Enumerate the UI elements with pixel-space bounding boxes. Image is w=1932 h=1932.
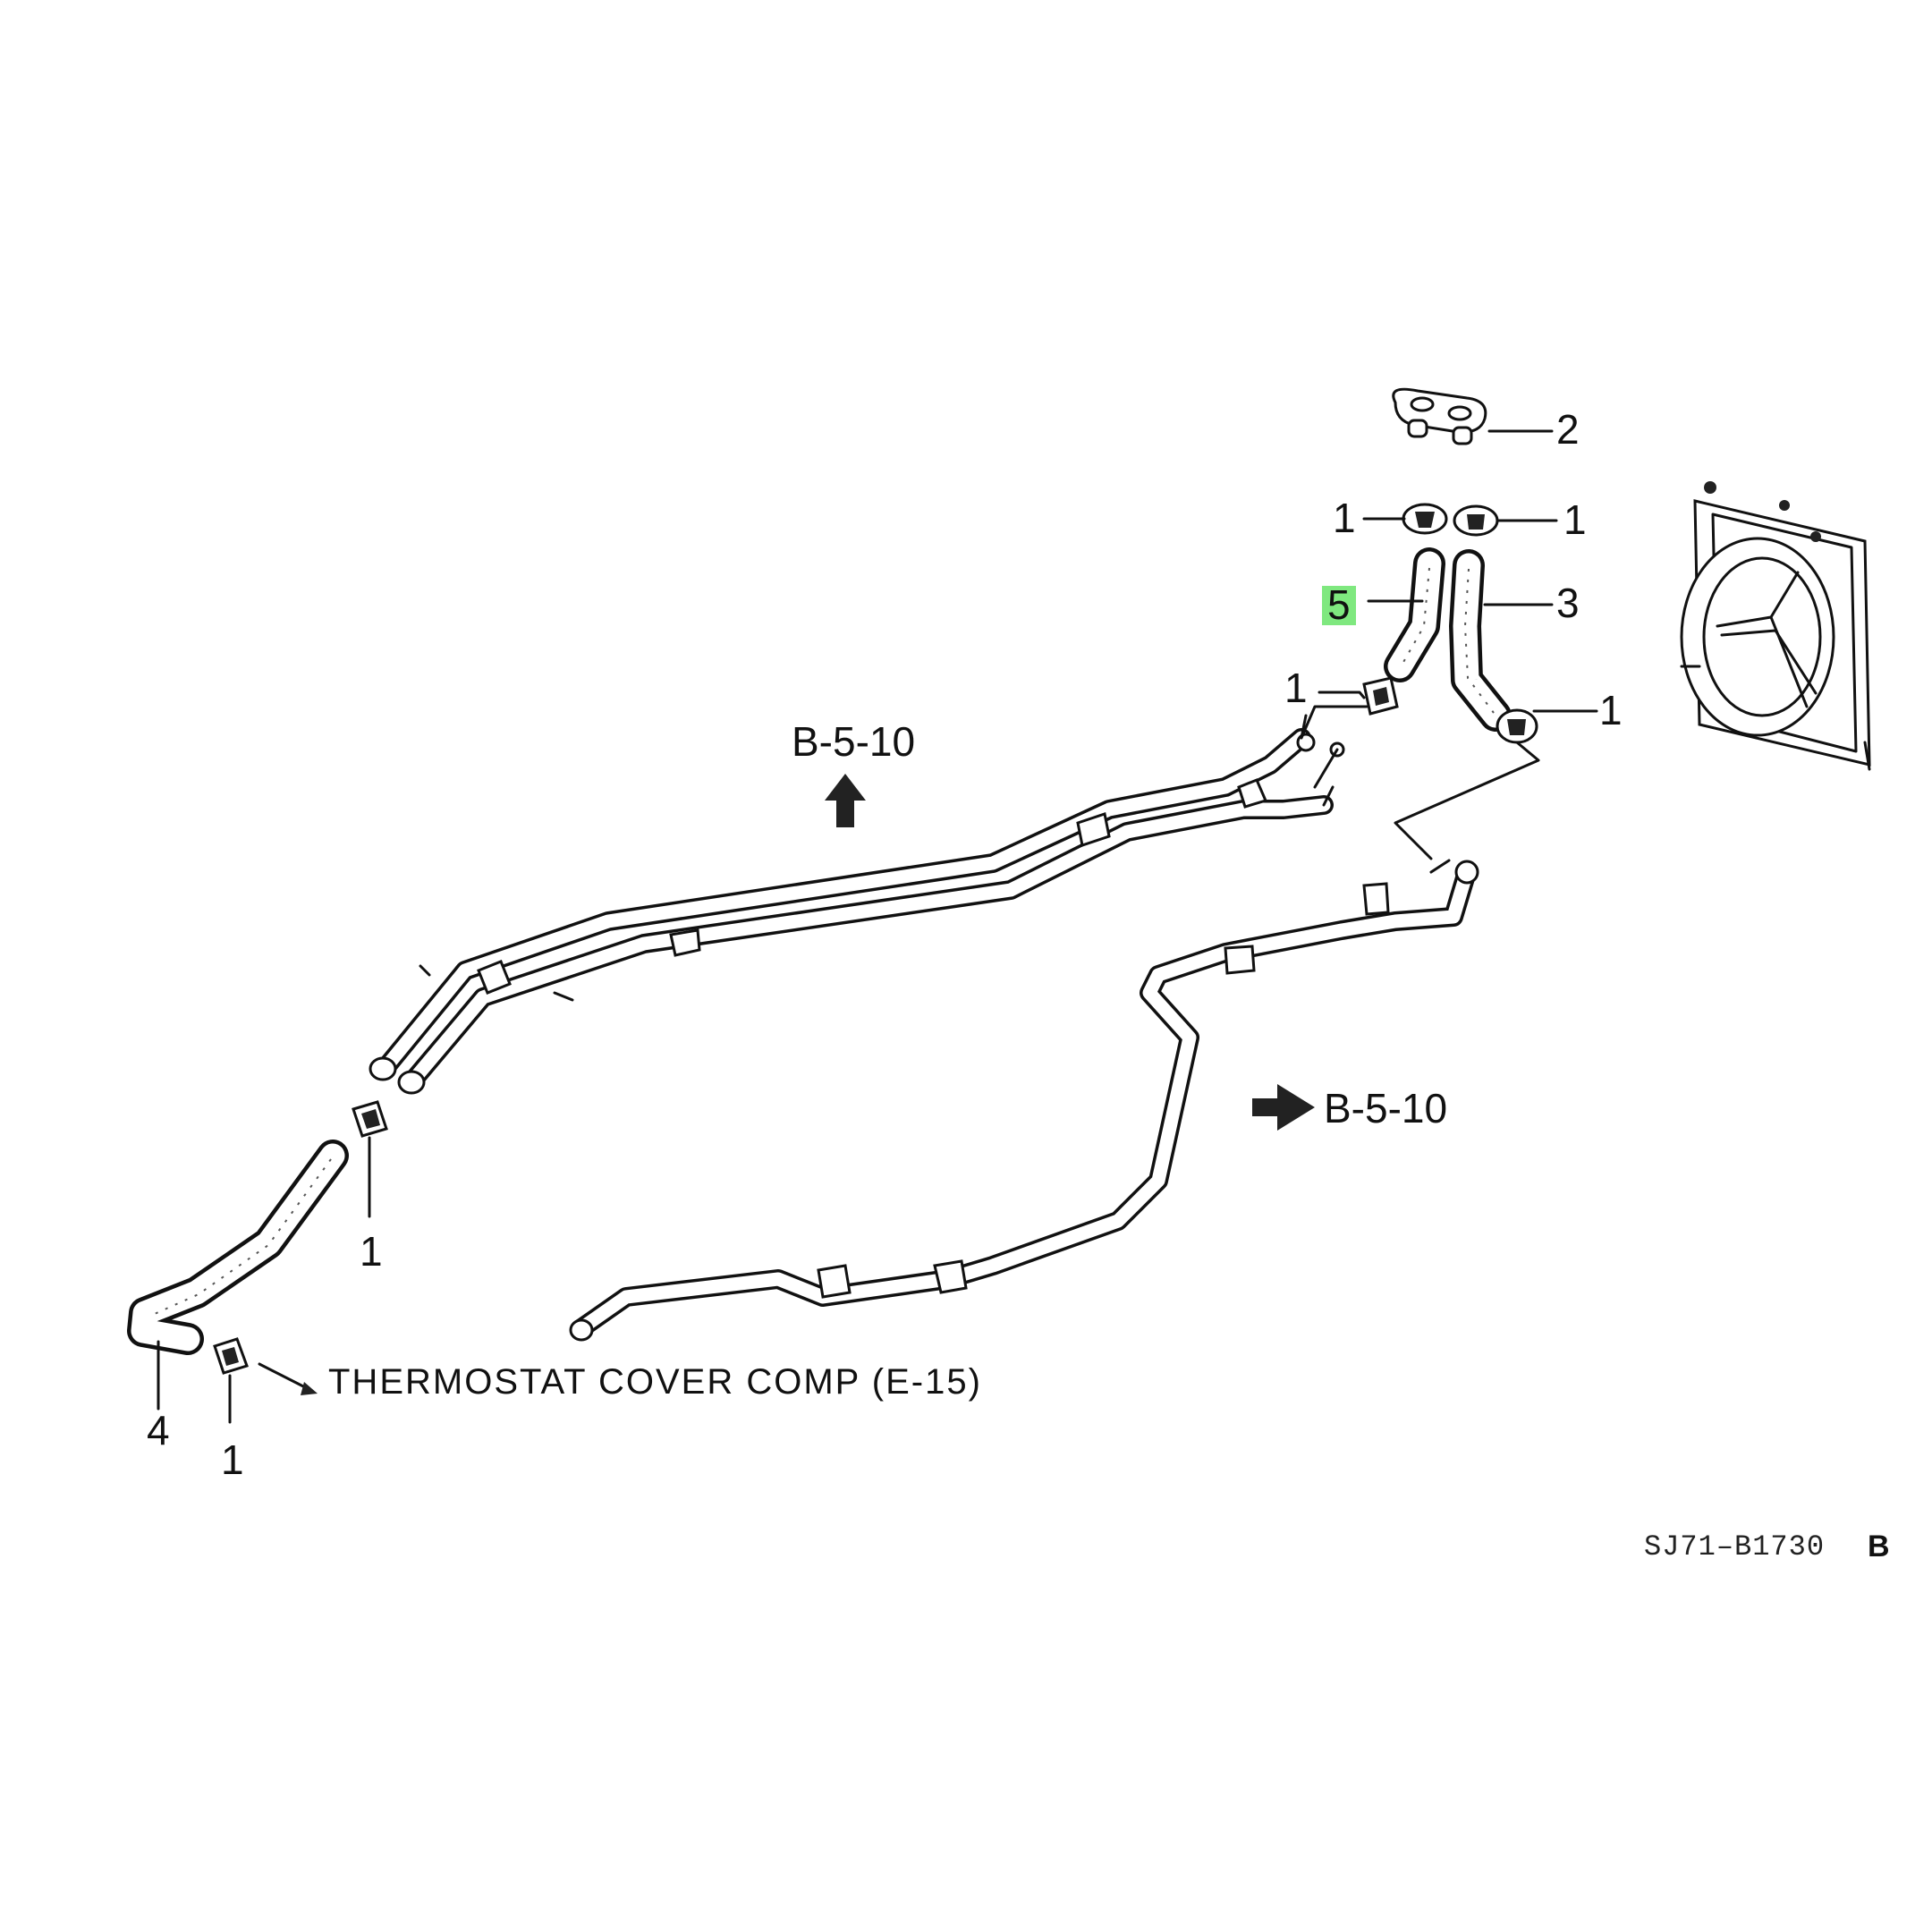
clamp-top-right — [1453, 504, 1499, 537]
thermostat-note: THERMOSTAT COVER COMP (E-15) — [328, 1362, 982, 1402]
callout-5: 5 — [1327, 581, 1351, 628]
upper-water-pipe-pair — [369, 714, 1345, 1095]
callout-1-lower-pipe: 1 — [360, 1228, 383, 1275]
radiator-assembly — [1680, 481, 1871, 771]
callout-3: 3 — [1556, 580, 1580, 626]
callout-1-top-left: 1 — [1333, 495, 1356, 541]
hose-part-4 — [127, 1140, 349, 1355]
callout-1-mid-left: 1 — [1284, 665, 1308, 711]
clamp-top-left — [1402, 503, 1448, 535]
grommet-part-2 — [1392, 387, 1487, 445]
clamp-mid-right — [1496, 708, 1538, 744]
pointer-arrow-icon — [301, 1382, 318, 1395]
hose-part-5 — [1384, 547, 1445, 682]
callout-4: 4 — [147, 1407, 170, 1453]
ref-right-label: B-5-10 — [1324, 1085, 1447, 1131]
callout-2: 2 — [1556, 406, 1580, 453]
callout-1-top-right: 1 — [1563, 496, 1587, 543]
clamp-lower-pipe — [352, 1100, 388, 1138]
callout-1-bottom: 1 — [221, 1436, 244, 1483]
diagram-code-suffix: B — [1868, 1530, 1890, 1563]
clamp-bottom — [213, 1337, 249, 1375]
diagram-code: SJ71–B1730 — [1644, 1530, 1825, 1563]
highlight-5 — [1322, 586, 1356, 625]
clamp-mid-left — [1362, 676, 1399, 716]
ref-upper-label: B-5-10 — [792, 718, 915, 765]
arrow-up-icon — [825, 774, 866, 827]
arrow-right-icon — [1252, 1084, 1315, 1131]
callout-1-mid-right: 1 — [1599, 687, 1623, 733]
hose-part-3 — [1449, 549, 1512, 732]
lower-water-pipe — [569, 859, 1479, 1342]
